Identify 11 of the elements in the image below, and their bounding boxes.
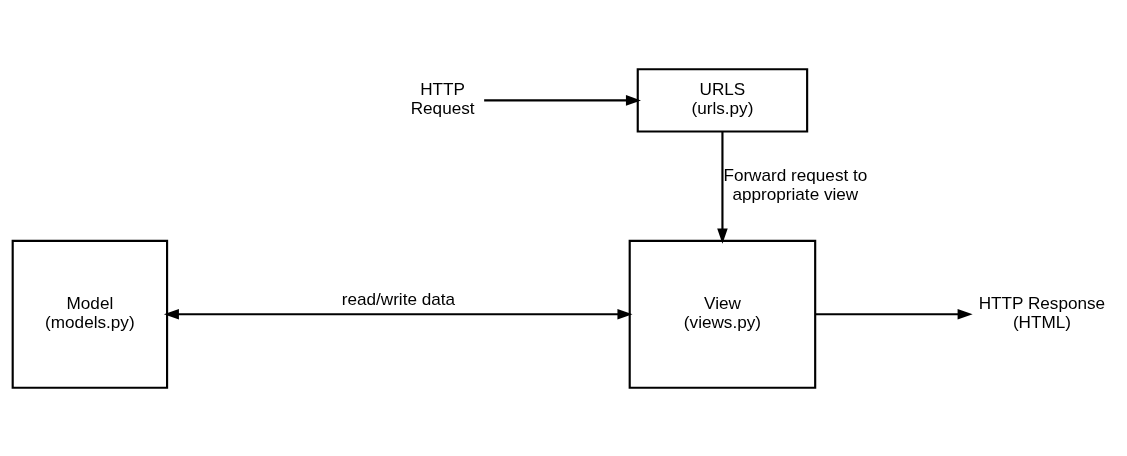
arrow	[815, 308, 973, 320]
arrow	[484, 94, 641, 106]
arrow	[717, 131, 728, 244]
node-box: Model (models.py)	[11, 239, 169, 389]
node-box: URLS (urls.py)	[636, 67, 809, 133]
node-text: HTTP Request	[410, 78, 475, 118]
node-box: View (views.py)	[628, 239, 817, 389]
edge-label: Forward request to appropriate view	[723, 164, 868, 204]
arrow	[163, 308, 633, 320]
edge-label: read/write data	[341, 288, 456, 309]
node-text: HTTP Response (HTML)	[978, 292, 1106, 332]
